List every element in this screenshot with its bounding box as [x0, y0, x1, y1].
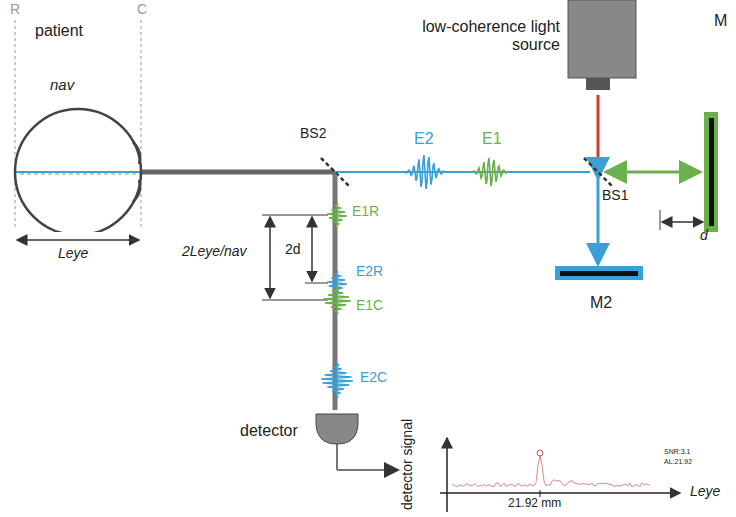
mirror-m1: M: [692, 12, 732, 237]
eye: patient nav: [5, 12, 155, 232]
diagram-label: BS2: [300, 126, 326, 141]
diagram-label: E2C: [360, 370, 387, 385]
wave-packet: [321, 362, 353, 398]
wave-packet: [472, 158, 508, 186]
light-source: low-coherence light source: [410, 0, 645, 96]
mirror-m2: M2: [550, 264, 650, 316]
wave-packet: [323, 286, 351, 314]
diagram-label: 21.92 mm: [508, 497, 561, 510]
diagram-label: AL:21.92: [664, 458, 692, 466]
node-label: nav: [50, 77, 74, 94]
eye-shape: [5, 12, 155, 232]
node-label: low-coherence light source: [410, 18, 560, 53]
diagram-label: C: [137, 2, 147, 17]
diagram-label: E1C: [356, 298, 383, 313]
diagram-label: d: [700, 228, 708, 243]
diagram-label: 2d: [283, 242, 303, 257]
node-label: patient: [35, 22, 83, 40]
mirror-m1-shape: [692, 12, 732, 237]
diagram-label: R: [10, 2, 20, 17]
diagram-label: E2: [414, 130, 434, 148]
diagram-label: E1R: [352, 204, 379, 219]
diagram-label: Leye: [690, 484, 720, 499]
diagram-label: E1: [482, 130, 502, 148]
detector: detector: [240, 408, 365, 448]
diagram-label: BS1: [602, 188, 628, 203]
diagram-label: detector signal: [400, 419, 415, 510]
wave-packet: [327, 203, 347, 227]
diagram-label: 2Leye/nav: [180, 244, 249, 259]
diagram-label: E2R: [356, 264, 383, 279]
node-label: detector: [240, 422, 298, 440]
diagram-label: SNR:3.1: [664, 448, 690, 456]
node-label: M: [714, 12, 727, 30]
wave-packet: [405, 155, 445, 189]
node-label: M2: [590, 294, 612, 312]
diagram-label: Leye: [58, 246, 88, 261]
